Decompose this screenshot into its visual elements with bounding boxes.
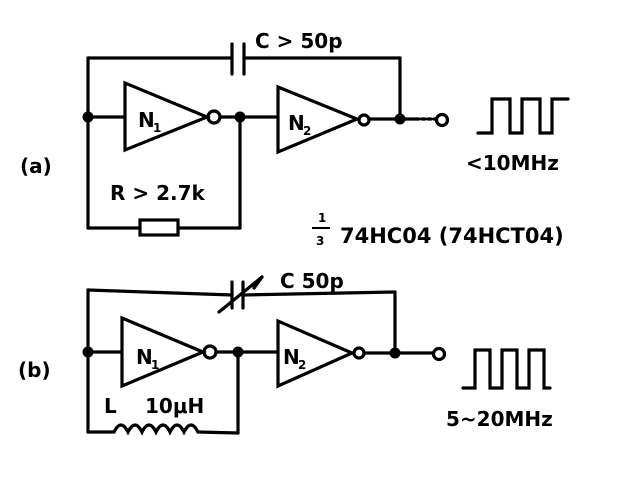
circuit-a-resistor-label: R > 2.7k: [110, 181, 206, 205]
circuit-b-n2-sub: 2: [298, 358, 306, 372]
ic-note: 1 3 74HC04 (74HCT04): [312, 211, 564, 248]
circuit-a-junction-output: [394, 113, 406, 125]
circuit-a-capacitor-label: C > 50p: [255, 29, 343, 53]
ic-note-fraction-denominator: 3: [316, 234, 324, 248]
circuit-a-junctions: [82, 111, 406, 125]
circuit-a-gate-n2: [276, 84, 362, 155]
ic-note-part-number: 74HC04 (74HCT04): [340, 224, 564, 248]
circuit-b-n2-name: N: [283, 345, 300, 369]
ic-note-fraction-numerator: 1: [318, 211, 326, 225]
circuit-b-feedback-wire-left: [86, 288, 234, 297]
circuit-a-gate-n1: [123, 80, 212, 153]
circuit-a-junction-mid: [234, 111, 246, 123]
circuit-a-junction-input: [82, 111, 94, 123]
circuit-b-junction-output: [389, 347, 401, 359]
circuit-a-label: (a): [20, 154, 52, 178]
circuit-b-inductor-name: L: [104, 394, 117, 418]
circuit-b-frequency-label: 5~20MHz: [446, 407, 553, 431]
circuit-b-inductor-wire-right: [196, 430, 240, 435]
circuit-a: [86, 42, 570, 237]
circuit-b-n1-name: N: [136, 345, 153, 369]
circuit-b-square-wave: [461, 348, 552, 390]
circuit-b-variable-arrowhead: [252, 275, 264, 290]
circuit-a-output-terminal: [434, 112, 450, 128]
circuit-b-output-terminal: [431, 346, 447, 362]
circuit-a-n2-sub: 2: [303, 124, 311, 138]
circuit-b-gate-n1: [120, 315, 208, 389]
circuit-b-junction-input: [82, 346, 94, 358]
circuit-a-n1-name: N: [138, 108, 155, 132]
circuit-b-junction-mid: [232, 346, 244, 358]
circuit-a-n2-name: N: [288, 111, 305, 135]
circuit-a-resistor: [138, 218, 180, 237]
circuit-b-feedback-wire-right: [241, 290, 397, 297]
circuit-a-square-wave: [476, 97, 570, 135]
circuit-b-inductor: [112, 423, 200, 436]
circuit-a-frequency-label: <10MHz: [466, 151, 559, 175]
circuit-b-variable-arrow: [217, 275, 264, 314]
circuit-b-gate-n2: [276, 318, 356, 389]
circuit-a-n1-sub: 1: [153, 121, 161, 135]
circuit-b-n1-sub: 1: [151, 358, 159, 372]
circuit-b-junctions: [82, 346, 401, 359]
circuit-b-inductor-value: 10μH: [145, 394, 204, 418]
circuit-b-label: (b): [18, 358, 51, 382]
circuit-a-n2-bubble: [357, 113, 371, 127]
circuit-b-capacitor-label: C 50p: [280, 269, 344, 293]
